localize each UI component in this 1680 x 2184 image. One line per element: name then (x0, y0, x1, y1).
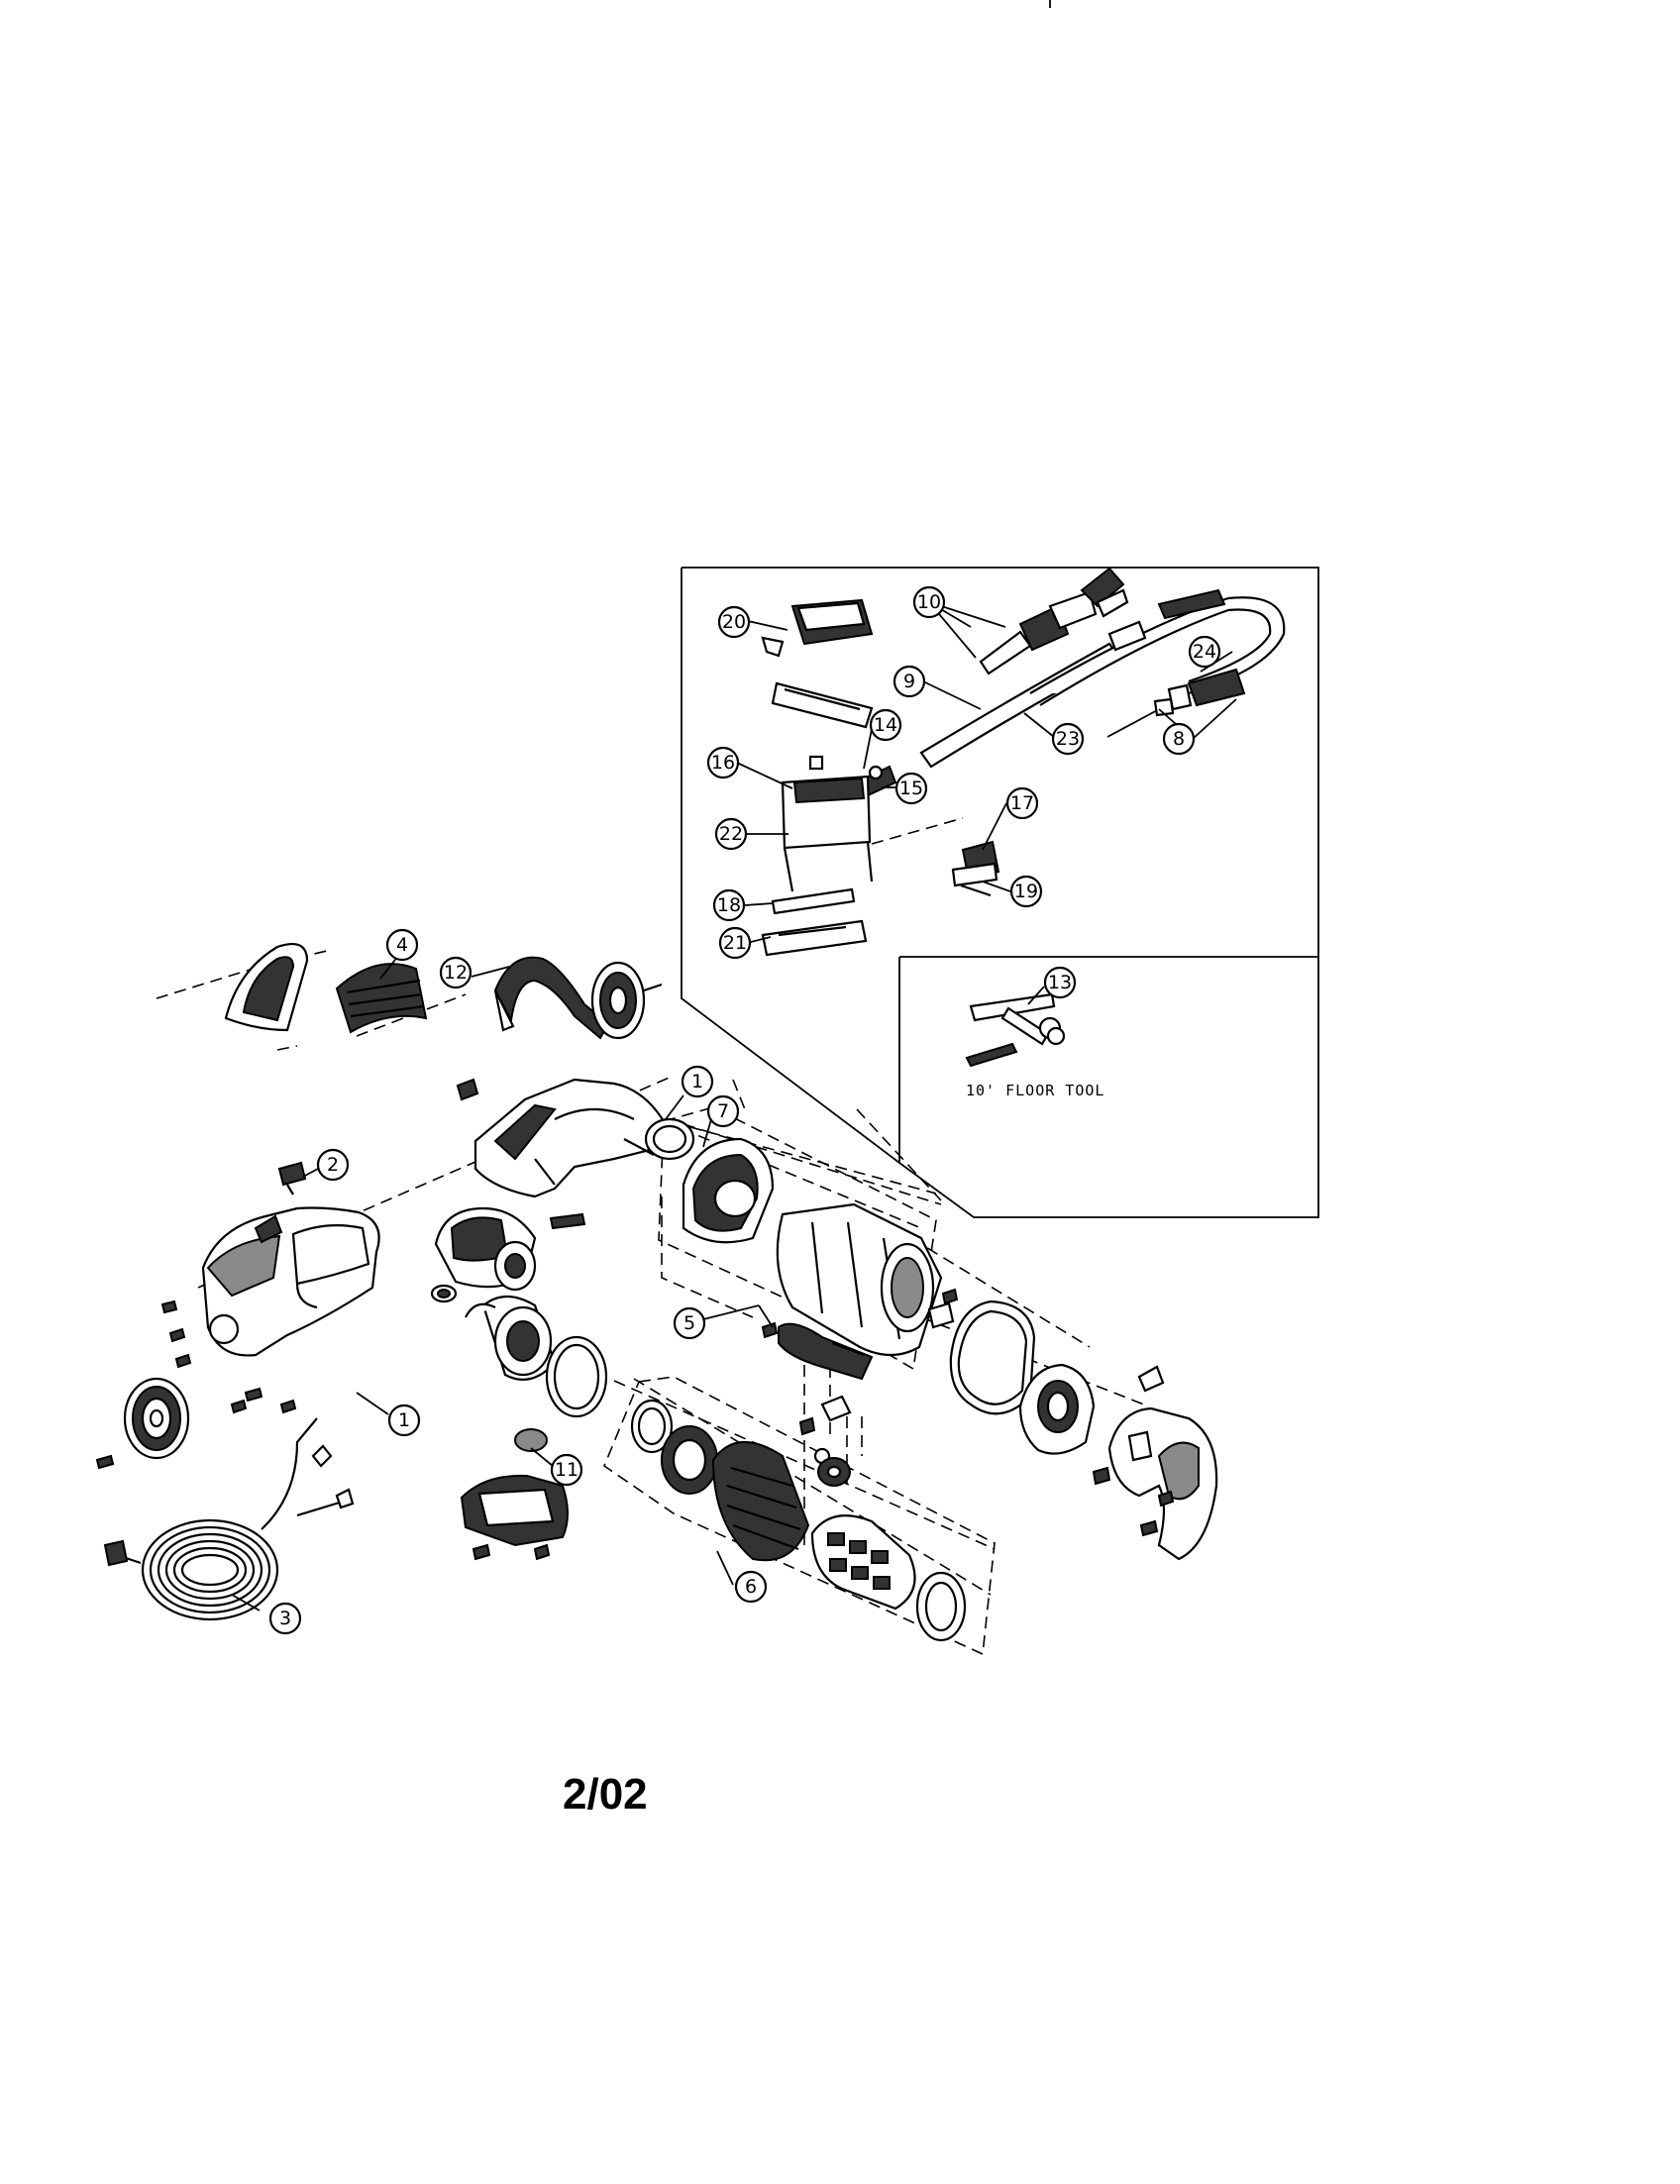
callout-10-circle (912, 585, 946, 619)
callout-15: 15 (899, 778, 923, 799)
part-screws-left (95, 1300, 297, 1470)
callout-22-circle (714, 817, 748, 851)
callout-14: 14 (874, 714, 897, 736)
accessory-inset (681, 567, 1319, 1218)
part-handle (1107, 1406, 1218, 1561)
part-gasket-large (949, 1300, 1036, 1415)
callout-3: 3 (279, 1608, 291, 1629)
part-dirt-cup (776, 1202, 943, 1357)
callout-23-circle (1051, 722, 1085, 756)
callout-4-circle (385, 928, 419, 962)
callout-22: 22 (719, 823, 743, 845)
callout-19-circle (1009, 875, 1043, 908)
callout-4: 4 (396, 934, 408, 956)
callout-1b-circle (387, 1404, 421, 1437)
part-fan (817, 1457, 851, 1487)
part-disc (514, 1428, 548, 1452)
callout-12: 12 (444, 962, 468, 984)
callout-2: 2 (327, 1154, 339, 1176)
callout-3-circle (268, 1602, 302, 1635)
callout-8: 8 (1173, 728, 1185, 750)
part-filter-frame (1018, 1363, 1096, 1455)
part-floor-tool (965, 992, 1066, 1068)
part-rear-cover (224, 943, 309, 1032)
inset-caption: 10' FLOOR TOOL (966, 1082, 1104, 1099)
callout-17-circle (1005, 786, 1039, 820)
callout-16-circle (706, 746, 740, 780)
callout-11: 11 (555, 1459, 578, 1481)
callout-7-circle (706, 1094, 740, 1128)
part-side-wheel (590, 961, 663, 1040)
callout-10: 10 (917, 591, 941, 613)
callout-5: 5 (683, 1312, 695, 1334)
part-strap (493, 956, 610, 1040)
part-handle-clips (1092, 1365, 1165, 1486)
callout-13-circle (1043, 966, 1077, 999)
callout-16: 16 (711, 752, 735, 774)
callout-12-circle (439, 956, 472, 989)
callout-9-circle (892, 665, 926, 698)
callout-13: 13 (1048, 972, 1072, 993)
callout-20-circle (717, 605, 751, 639)
callout-1-lower: 1 (398, 1409, 410, 1431)
part-hose (919, 588, 1286, 769)
part-hose-cuffs (1153, 668, 1246, 717)
callout-19: 19 (1014, 881, 1038, 902)
part-small-clips (798, 1288, 959, 1465)
callout-24-circle (1188, 635, 1221, 669)
callout-6-circle (734, 1570, 768, 1604)
part-upper-body (456, 1078, 666, 1198)
callout-11-circle (550, 1453, 583, 1487)
callout-8-circle (1162, 722, 1196, 756)
dirt-cup-group-outline (658, 1106, 937, 1371)
part-pump-housing (781, 755, 964, 892)
part-storage-cover (761, 598, 874, 729)
callout-24: 24 (1193, 641, 1216, 663)
part-trigger (951, 840, 1000, 897)
callout-1-upper: 1 (691, 1071, 703, 1092)
part-separator (644, 1117, 695, 1161)
part-motor-lower (465, 1295, 557, 1381)
callout-17: 17 (1010, 792, 1034, 814)
part-latch (277, 1161, 307, 1196)
part-nozzle-plate (761, 887, 868, 957)
callout-23: 23 (1056, 728, 1080, 750)
part-rear-wheel (123, 1377, 190, 1460)
part-small-seal (430, 1284, 458, 1303)
date-code: 2/02 (563, 1770, 648, 1819)
callout-21: 21 (723, 932, 747, 954)
part-power-cord (103, 1417, 355, 1621)
callout-18-circle (712, 888, 746, 922)
part-filter-set (630, 1399, 967, 1642)
part-motor-top (434, 1206, 586, 1292)
part-attachment-tools (979, 567, 1129, 676)
callout-7: 7 (717, 1100, 729, 1122)
callout-5-circle (673, 1306, 706, 1340)
callout-20: 20 (722, 611, 746, 633)
callout-2-circle (316, 1148, 350, 1182)
callout-9: 9 (903, 671, 915, 692)
callout-6: 6 (745, 1576, 757, 1598)
callout-bubbles: 24 20 10 9 23 8 14 15 16 22 17 19 18 21 … (268, 585, 1221, 1635)
callout-15-circle (894, 772, 928, 805)
part-base-housing (460, 1474, 569, 1561)
filter-group-outline (603, 1376, 996, 1656)
callout-1a-circle (681, 1065, 714, 1098)
callout-14-circle (869, 708, 902, 742)
callout-18: 18 (717, 894, 741, 916)
part-motor-gasket (545, 1335, 608, 1418)
part-separator-cone (682, 1137, 775, 1244)
part-main-body (201, 1206, 380, 1357)
assembly-axes (156, 950, 1150, 1596)
callout-21-circle (718, 926, 752, 960)
part-grille (335, 963, 428, 1034)
